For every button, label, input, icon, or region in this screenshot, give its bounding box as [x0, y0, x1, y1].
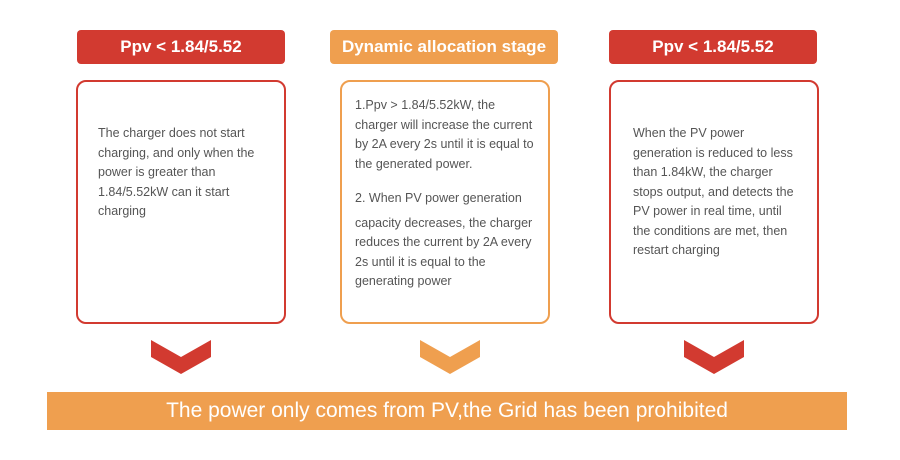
stage-2-chevron-down-icon: [420, 340, 480, 374]
stage-1-text: The charger does not start charging, and…: [98, 126, 255, 218]
stage-3-box: When the PV power generation is reduced …: [609, 80, 819, 324]
stage-2-box: 1.Ppv > 1.84/5.52kW, the charger will in…: [340, 80, 550, 324]
stage-1-header: Ppv < 1.84/5.52: [77, 30, 285, 64]
stage-3-header: Ppv < 1.84/5.52: [609, 30, 817, 64]
stage-1-chevron-down-icon: [151, 340, 211, 374]
stage-2-text-3: capacity decreases, the charger reduces …: [355, 215, 533, 289]
grid-prohibited-banner: The power only comes from PV,the Grid ha…: [47, 392, 847, 430]
stage-2-header: Dynamic allocation stage: [330, 30, 558, 64]
stage-3-chevron-down-icon: [684, 340, 744, 374]
stage-3-text: When the PV power generation is reduced …: [633, 126, 794, 257]
stage-1-box: The charger does not start charging, and…: [76, 80, 286, 324]
stage-2-text-1: 1.Ppv > 1.84/5.52kW, the charger will in…: [355, 98, 534, 171]
stage-2-text-2: 2. When PV power generation: [355, 191, 522, 205]
